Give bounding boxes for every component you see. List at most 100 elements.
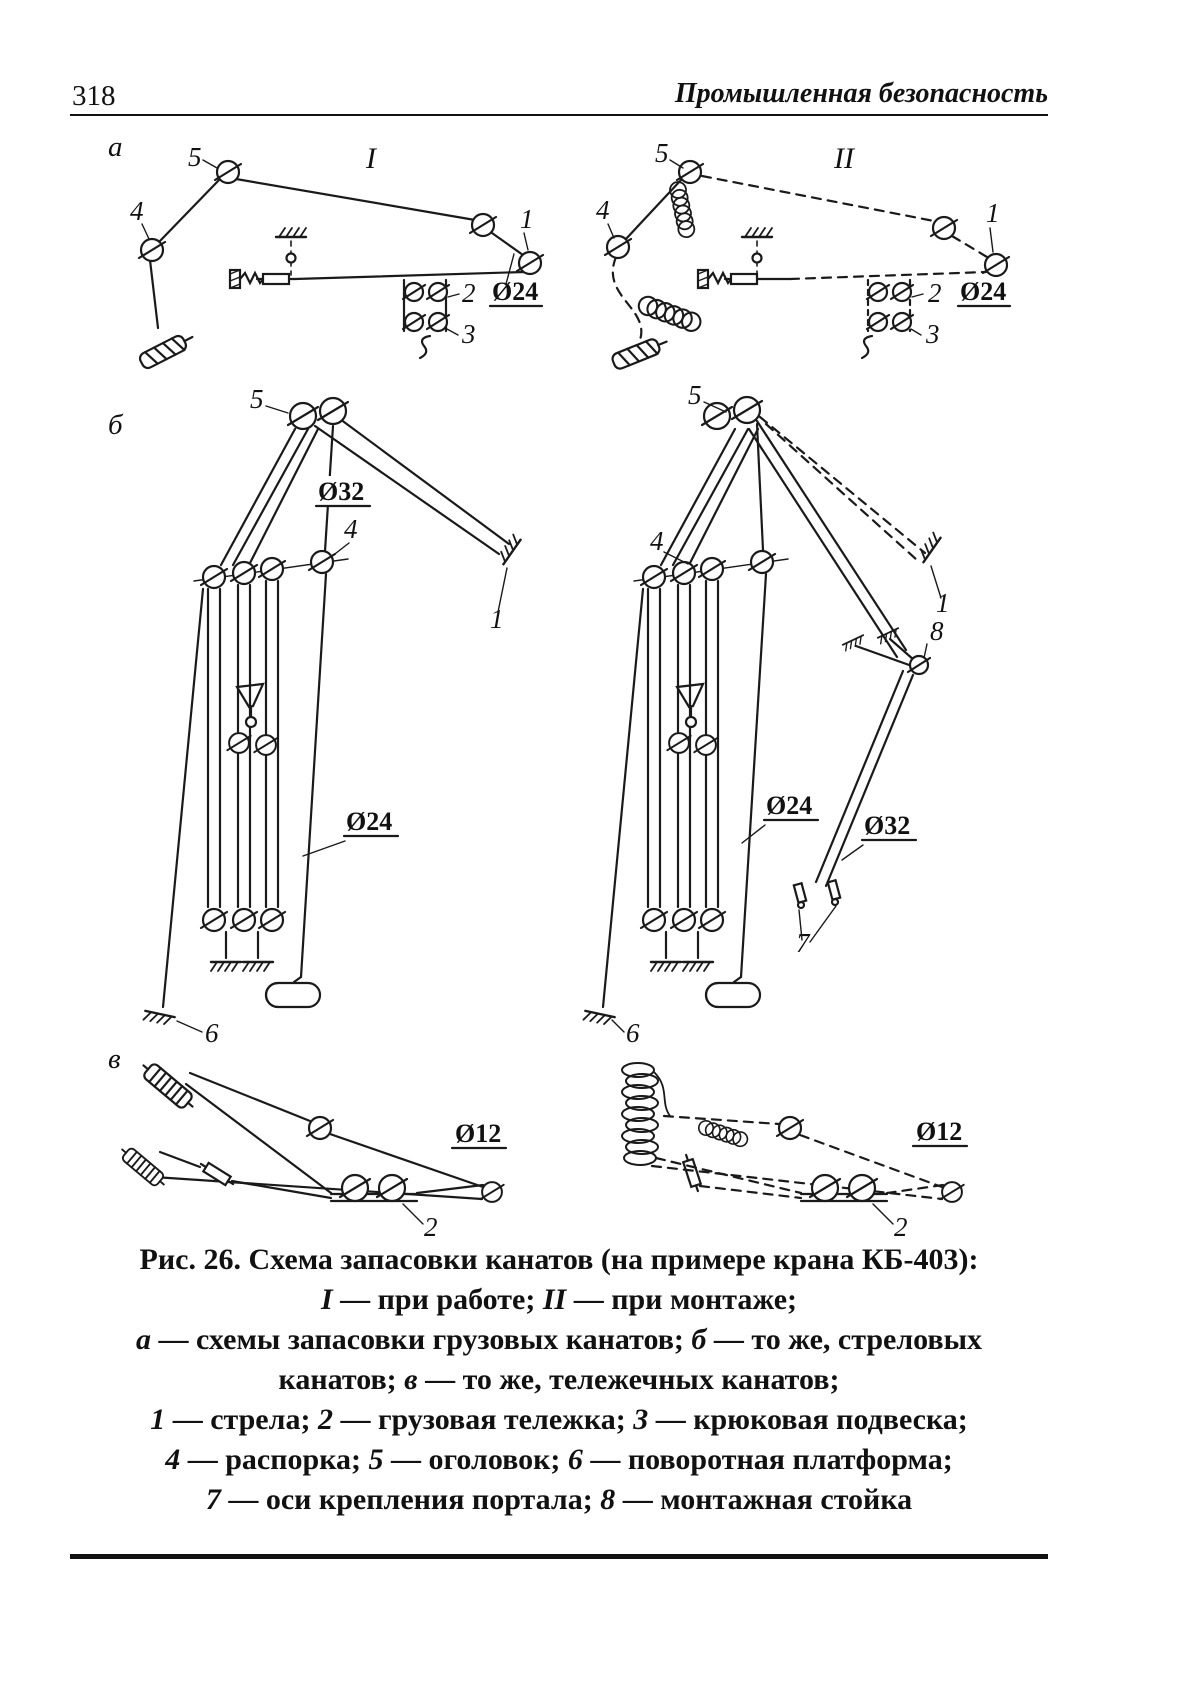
row-marker-a: а — [108, 131, 123, 163]
label-4: 4 — [344, 514, 358, 544]
caption-line-1: Рис. 26. Схема запасовки канатов (на при… — [70, 1240, 1048, 1280]
label-2: 2 — [928, 278, 942, 308]
load-trolley — [401, 278, 451, 360]
title-II: II — [833, 142, 856, 175]
winch-drum — [704, 981, 762, 1009]
marker-2: 2 — [317, 1403, 333, 1436]
bottom-sheave — [639, 907, 669, 933]
spreader-sheave — [747, 549, 777, 575]
boom-anchor — [228, 268, 526, 290]
marker-3: 3 — [633, 1403, 649, 1436]
mid-pulley — [693, 734, 719, 756]
spreader-sheave — [639, 564, 669, 590]
stand-pulley — [906, 654, 932, 676]
spreader-sheave — [669, 560, 699, 586]
caption-line-3: а — схемы запасовки грузовых канатов; б … — [70, 1320, 1048, 1360]
pulley — [401, 311, 427, 333]
boom-anchor — [696, 268, 988, 290]
head-pulley — [675, 159, 705, 185]
caption-text: — то же, стреловых — [706, 1323, 983, 1356]
label-d24: Ø24 — [960, 277, 1006, 306]
spreader-sheave — [229, 560, 259, 586]
pulley — [425, 281, 451, 303]
diagram-v-operation: 2 Ø12 — [116, 1057, 508, 1242]
label-2: 2 — [894, 1212, 908, 1242]
ground-anchor — [241, 960, 275, 973]
label-3: 3 — [925, 319, 940, 349]
head-pulley — [213, 159, 243, 185]
label-1: 1 — [490, 604, 504, 634]
pulley — [401, 281, 427, 303]
row-marker-v: в — [108, 1043, 121, 1075]
pulley — [889, 281, 915, 303]
pulley — [865, 311, 891, 333]
label-4: 4 — [650, 526, 664, 556]
caption-text: — то же, тележечных канатов; — [417, 1363, 840, 1396]
figure-caption: Рис. 26. Схема запасовки канатов (на при… — [70, 1240, 1048, 1520]
bottom-sheave — [697, 907, 727, 933]
spreader-pulley — [603, 234, 633, 260]
diagram-b-montage: 5 1 8 4 Ø24 Ø32 7 6 — [582, 380, 950, 1048]
rope-coil — [634, 292, 705, 335]
deflection-pulley — [305, 1115, 335, 1141]
hook-block — [609, 333, 671, 372]
marker-4: 4 — [165, 1443, 181, 1476]
deflection-pulley — [775, 1115, 805, 1141]
label-5: 5 — [655, 138, 669, 168]
winch-drum — [264, 981, 322, 1009]
trolley — [329, 1173, 419, 1203]
mid-pulley — [253, 734, 279, 756]
label-1: 1 — [986, 198, 1000, 228]
caption-text: — при работе; — [332, 1283, 543, 1316]
marker-a: а — [135, 1323, 151, 1356]
label-2: 2 — [462, 278, 476, 308]
load-trolley — [860, 278, 915, 360]
caption-text: — стрела; — [165, 1403, 318, 1436]
portal-pins — [792, 878, 842, 910]
label-d12: Ø12 — [916, 1117, 962, 1146]
end-pulley — [939, 1181, 965, 1203]
trolley — [799, 1173, 889, 1203]
diagram-a-montage: II — [596, 138, 1012, 372]
caption-text: Схема запасовки канатов (на примере кран… — [240, 1243, 979, 1276]
turnbuckle — [255, 272, 297, 286]
caption-line-6: 4 — распорка; 5 — оголовок; 6 — поворотн… — [70, 1440, 1048, 1480]
pulley — [425, 311, 451, 333]
figure-number: Рис. 26. — [139, 1243, 241, 1276]
label-5: 5 — [188, 142, 202, 172]
label-1: 1 — [936, 588, 950, 618]
spreader-sheave — [697, 556, 727, 582]
trolley-wheel — [808, 1173, 842, 1203]
caption-text: — схемы запасовки грузовых канатов; — [150, 1323, 692, 1356]
caption-line-4: канатов; в — то же, тележечных канатов; — [70, 1360, 1048, 1400]
head-sheave — [730, 395, 764, 425]
bottom-sheave — [199, 907, 229, 933]
boom-pulley — [929, 215, 959, 241]
row-marker-b: б — [108, 409, 124, 441]
running-header: Промышленная безопасность — [674, 78, 1048, 109]
ground-anchor — [681, 960, 715, 973]
label-5: 5 — [250, 384, 264, 414]
caption-text: — поворотная платформа; — [582, 1443, 953, 1476]
rope-drum — [116, 1142, 170, 1192]
marker-7: 7 — [205, 1483, 221, 1516]
label-d24: Ø24 — [346, 807, 392, 836]
pulley — [865, 281, 891, 303]
trolley-wheel — [338, 1173, 372, 1203]
caption-line-7: 7 — оси крепления портала; 8 — монтажная… — [70, 1480, 1048, 1520]
marker-1: 1 — [150, 1403, 166, 1436]
head-sheave — [700, 401, 734, 431]
caption-text: — монтажная стойка — [615, 1483, 913, 1516]
platform-anchor — [582, 1009, 616, 1028]
rope-coil — [695, 1117, 751, 1150]
marker-b: б — [691, 1323, 707, 1356]
end-pulley — [479, 1181, 505, 1203]
hook-block — [136, 328, 198, 372]
ground-anchor — [740, 226, 774, 239]
diagram-v-montage: 2 Ø12 — [621, 1062, 969, 1242]
title-I: I — [365, 142, 378, 175]
label-1: 1 — [520, 204, 534, 234]
rope-spring-coil — [621, 1062, 659, 1166]
head-sheave — [316, 396, 350, 426]
